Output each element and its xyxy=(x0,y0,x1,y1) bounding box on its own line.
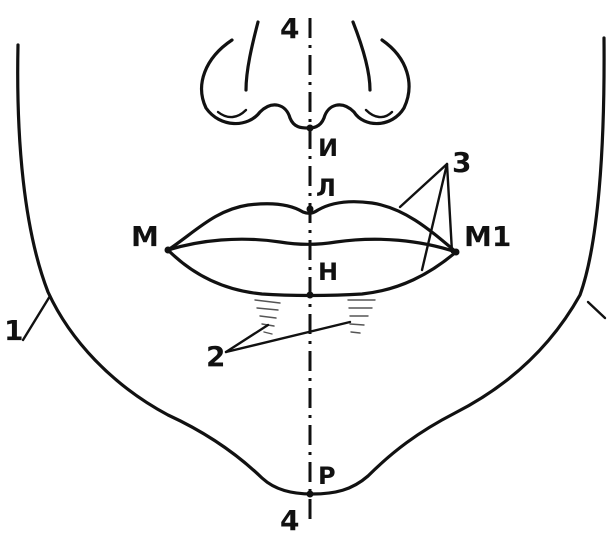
left-corner-dot xyxy=(164,246,172,254)
chin-folds xyxy=(254,299,376,335)
label-midline-bottom: 4 xyxy=(280,504,299,535)
label-face-contour: 1 xyxy=(4,314,23,347)
label-chin-folds: 2 xyxy=(206,340,225,373)
lips xyxy=(166,200,458,298)
label-mouth-right-corner: M1 xyxy=(464,220,511,253)
label-point-under-nose: И xyxy=(318,134,338,162)
right-edge-fragment xyxy=(586,300,607,320)
label-midline-top: 4 xyxy=(280,12,299,45)
lower-lip-dot xyxy=(306,291,314,299)
right-corner-dot xyxy=(452,248,460,256)
label-lips: 3 xyxy=(452,146,471,179)
label-chin-point: P xyxy=(318,462,336,490)
nose-outline xyxy=(200,20,411,130)
chin-dot xyxy=(306,490,314,498)
label-mouth-left-corner: M xyxy=(131,220,159,253)
leader-lines xyxy=(21,162,454,354)
labels: 4 4 1 2 3 M M1 И Л Н P xyxy=(4,12,511,535)
landmark-points xyxy=(164,124,460,498)
upper-lip-dot xyxy=(306,205,314,213)
label-lower-lip-point: Н xyxy=(318,258,338,286)
point-under-nose-dot xyxy=(306,124,314,132)
label-upper-lip-point: Л xyxy=(316,174,336,202)
